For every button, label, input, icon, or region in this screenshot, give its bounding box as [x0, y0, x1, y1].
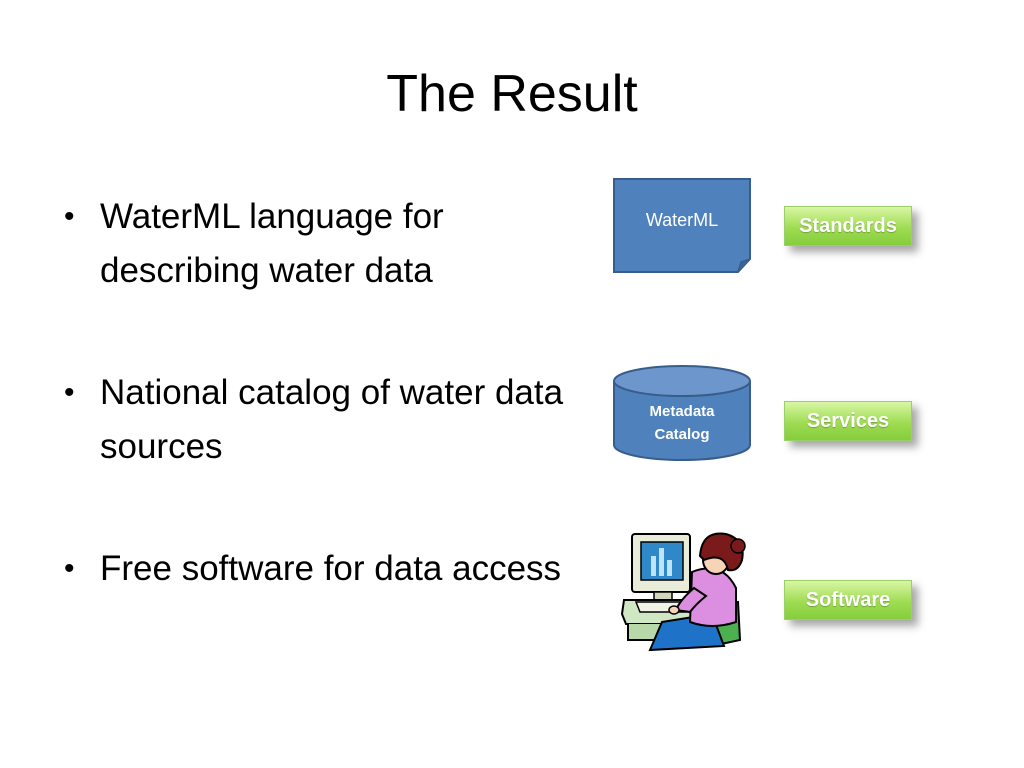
person-at-computer-icon	[620, 532, 746, 652]
services-tag: Services	[784, 401, 912, 441]
bullet-item: • WaterML language for describing water …	[58, 190, 588, 298]
bullet-text: National catalog of water data sources	[100, 373, 564, 466]
bullet-text: WaterML language for describing water da…	[100, 197, 444, 290]
bullet-dot-icon: •	[64, 552, 75, 585]
catalog-cylinder: Metadata Catalog	[613, 365, 751, 461]
slide-title: The Result	[386, 65, 638, 123]
bullet-text: Free software for data access	[100, 549, 562, 588]
bullet-dot-icon: •	[64, 200, 75, 233]
document-label: WaterML	[646, 210, 718, 230]
bullet-item: • National catalog of water data sources	[58, 366, 588, 474]
bullet-item: • Free software for data access	[58, 542, 588, 596]
standards-tag: Standards	[784, 206, 912, 246]
catalog-label-line2: Catalog	[654, 426, 709, 443]
catalog-label-line1: Metadata	[649, 403, 715, 420]
bullet-dot-icon: •	[64, 376, 75, 409]
document-shape: WaterML	[613, 178, 751, 273]
bullet-list: • WaterML language for describing water …	[58, 190, 588, 596]
software-tag: Software	[784, 580, 912, 620]
